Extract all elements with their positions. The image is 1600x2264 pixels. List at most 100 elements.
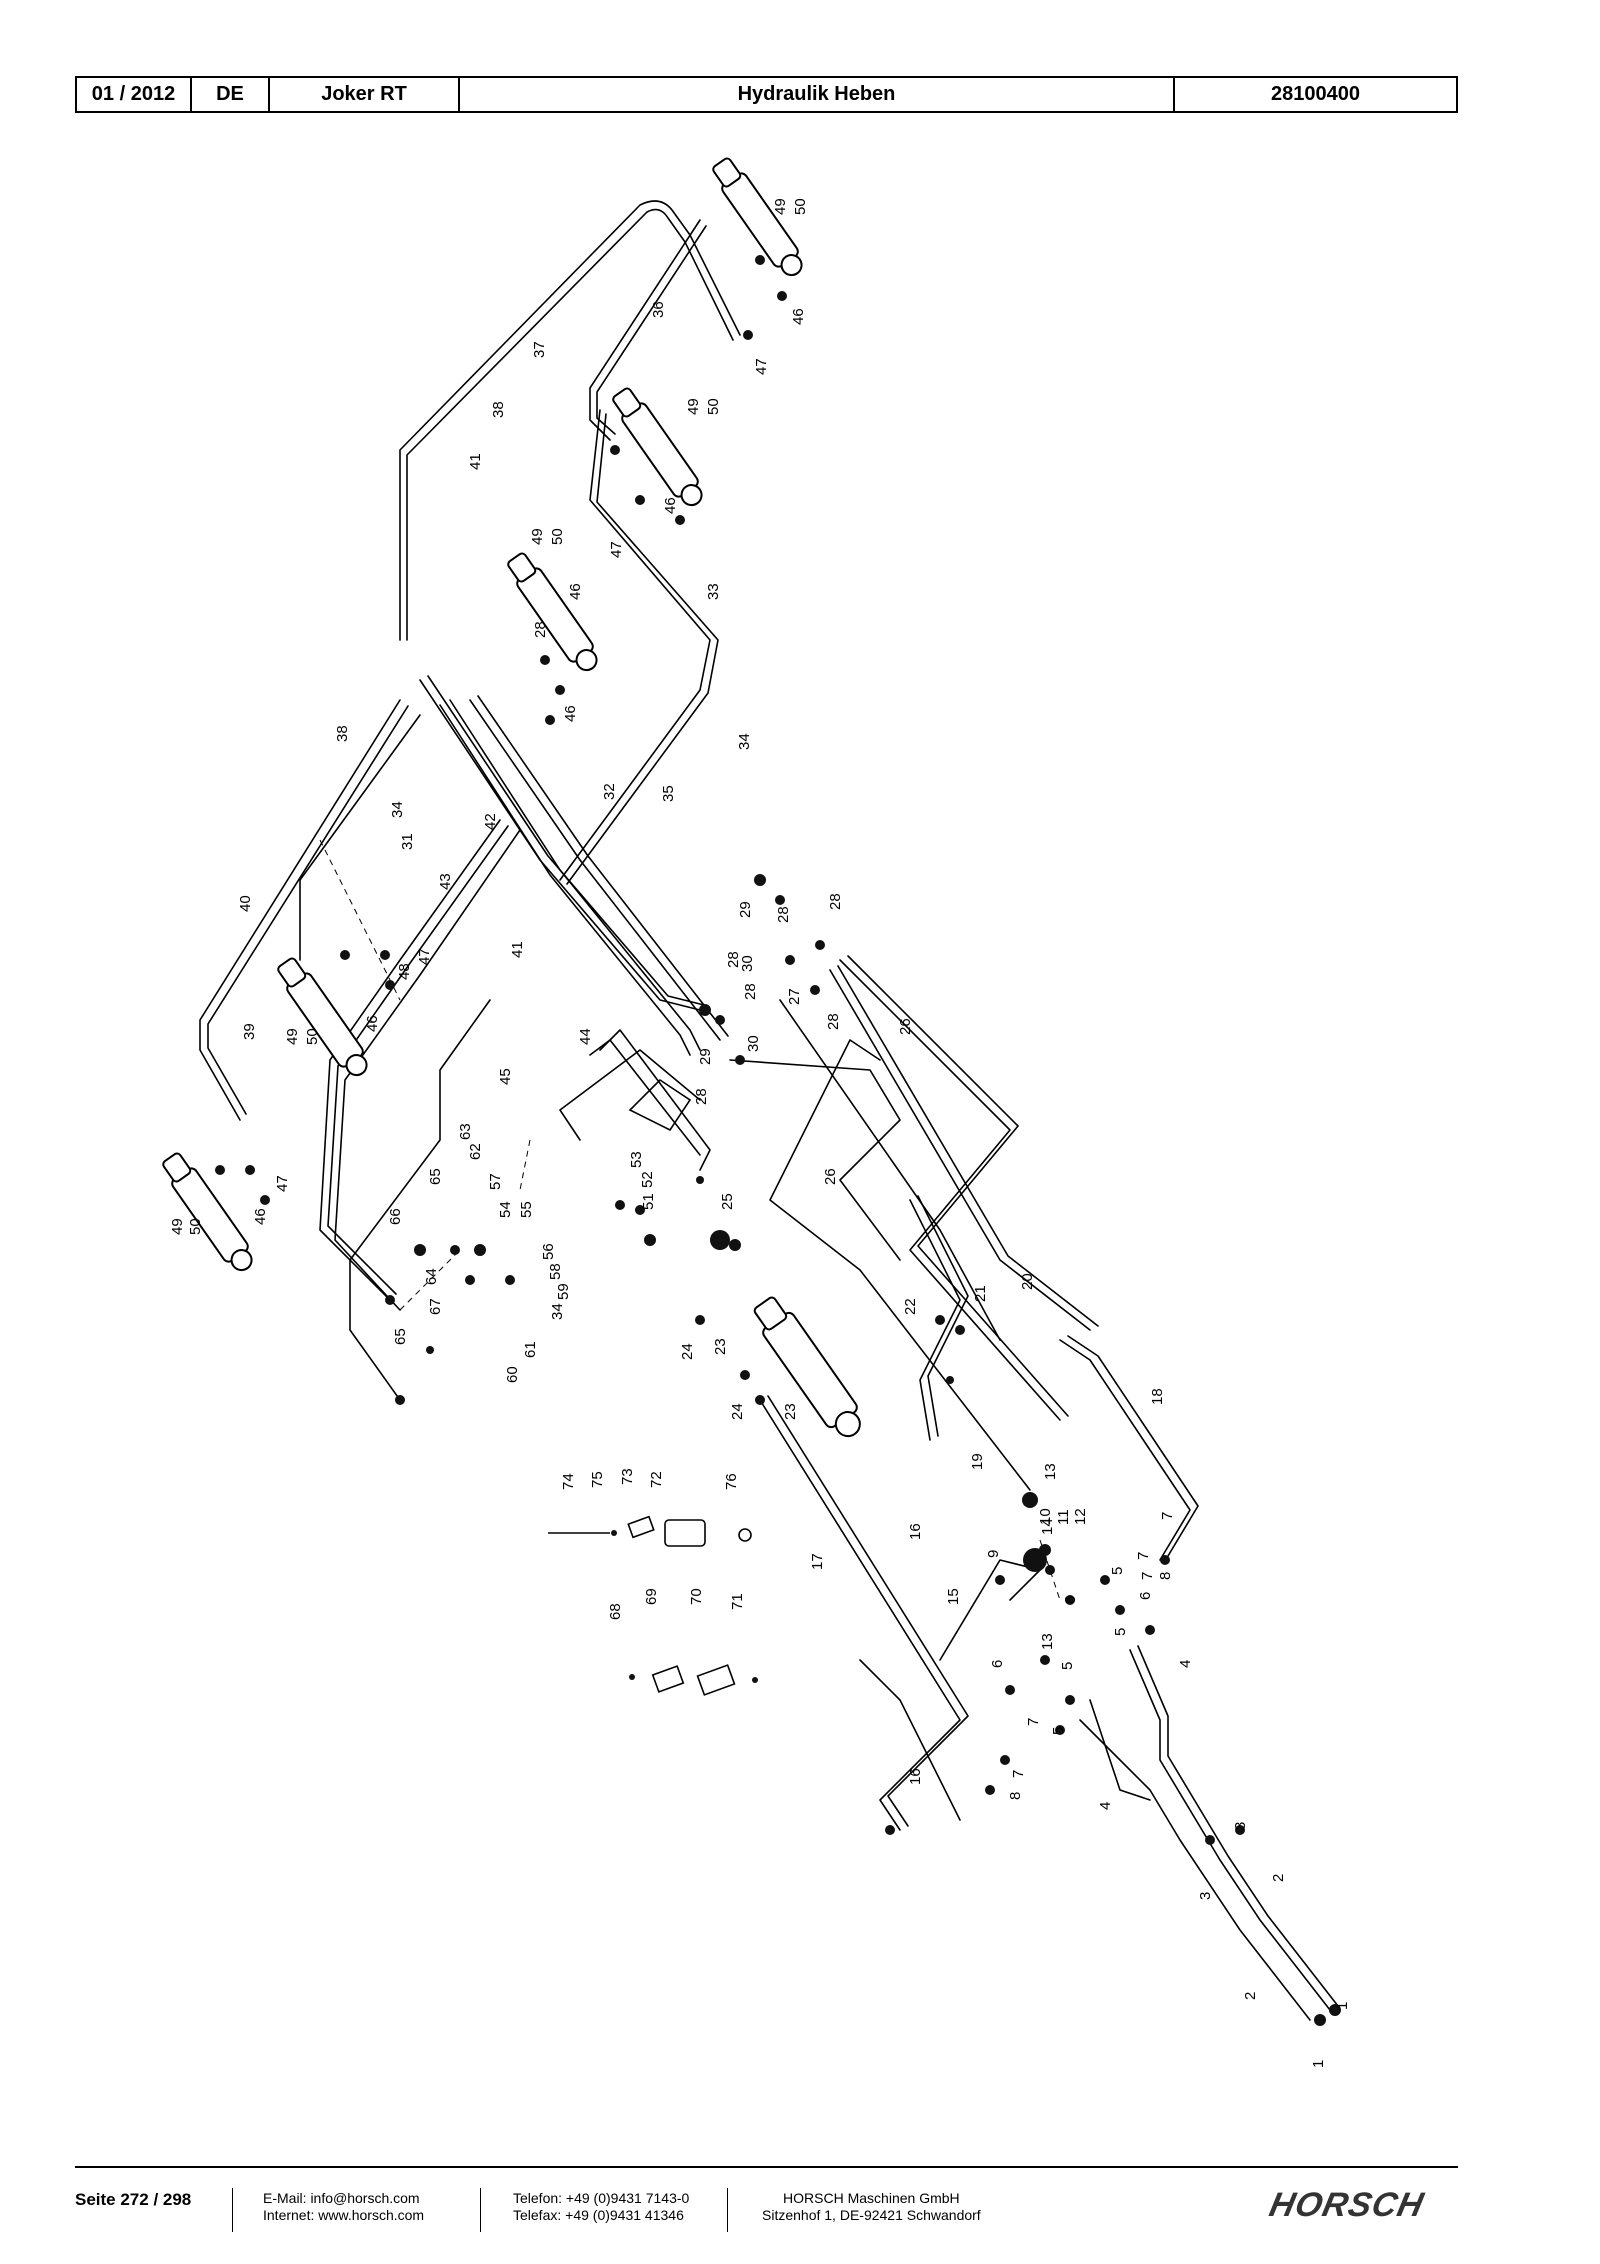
part-number-label: 7 [1025,1718,1042,1726]
header-table: 01 / 2012 DE Joker RT Hydraulik Heben 28… [75,76,1458,113]
part-number-label: 53 [628,1151,645,1168]
part-number-label: 30 [745,1035,762,1052]
part-number-label: 50 [187,1218,204,1235]
part-number-label: 6 [1062,1596,1079,1604]
part-number-label: 50 [304,1028,321,1045]
part-number-label: 2 [1270,1874,1287,1882]
part-number-label: 13 [1039,1633,1056,1650]
part-number-label: 14 [1039,1518,1056,1535]
part-number-label: 6 [989,1660,1006,1668]
part-number-label: 34 [736,733,753,750]
part-number-label: 46 [662,497,679,514]
part-number-label: 7 [1135,1552,1152,1560]
part-number-label: 26 [897,1018,914,1035]
part-number-label: 7 [1010,1770,1027,1778]
part-number-label: 58 [547,1263,564,1280]
part-number-label: 30 [739,955,756,972]
part-number-label: 33 [705,583,722,600]
part-number-label: 5 [1112,1628,1129,1636]
part-number-label: 2 [1242,1992,1259,2000]
footer-contact-phone: Telefon: +49 (0)9431 7143-0 Telefax: +49… [513,2190,689,2224]
part-number-label: 5 [1050,1727,1067,1735]
part-number-label: 41 [467,453,484,470]
part-number-label: 50 [792,198,809,215]
header-doc-number: 28100400 [1271,83,1360,105]
part-number-label: 38 [490,401,507,418]
part-number-label: 35 [660,785,677,802]
part-number-label: 49 [529,528,546,545]
part-number-label: 46 [562,705,579,722]
part-number-label: 19 [969,1453,986,1470]
part-number-label: 28 [775,906,792,923]
part-number-label: 38 [334,725,351,742]
part-number-label: 26 [822,1168,839,1185]
part-number-label: 75 [589,1471,606,1488]
part-number-label: 43 [437,873,454,890]
part-number-label: 15 [945,1588,962,1605]
part-number-label: 31 [399,833,416,850]
part-number-label: 13 [1042,1463,1059,1480]
part-number-label: 10 [1037,1508,1054,1525]
part-number-label: 69 [643,1588,660,1605]
part-number-label: 56 [540,1243,557,1260]
footer-company-block: HORSCH Maschinen GmbH Sitzenhof 1, DE-92… [762,2190,981,2224]
part-number-label: 6 [1137,1592,1154,1600]
part-number-label: 22 [902,1298,919,1315]
part-number-label: 71 [729,1593,746,1610]
part-number-label: 28 [532,621,549,638]
part-number-label: 8 [1157,1572,1174,1580]
part-number-label: 34 [549,1303,566,1320]
part-number-label: 47 [753,358,770,375]
part-number-label: 5 [1059,1662,1076,1670]
part-number-label: 48 [396,963,413,980]
part-number-label: 76 [723,1473,740,1490]
part-number-label: 28 [827,893,844,910]
part-number-label: 25 [719,1193,736,1210]
part-number-label: 49 [169,1218,186,1235]
part-number-label: 44 [577,1028,594,1045]
part-number-label: 45 [497,1068,514,1085]
part-number-label: 63 [457,1123,474,1140]
part-number-label: 42 [482,813,499,830]
part-number-label: 46 [252,1208,269,1225]
footer-separator [232,2188,233,2232]
part-number-label: 62 [467,1143,484,1160]
footer-email: E-Mail: info@horsch.com [263,2190,420,2206]
part-number-label: 49 [685,398,702,415]
part-number-label: 67 [427,1298,444,1315]
part-number-label: 5 [1109,1567,1126,1575]
part-number-label: 66 [387,1208,404,1225]
footer-separator [727,2188,728,2232]
part-number-label: 51 [640,1193,657,1210]
part-number-label: 37 [531,341,548,358]
part-number-label: 47 [274,1175,291,1192]
part-number-label: 23 [712,1338,729,1355]
part-number-label: 29 [697,1048,714,1065]
part-number-label: 28 [825,1013,842,1030]
part-number-label: 49 [284,1028,301,1045]
part-number-label: 54 [497,1201,514,1218]
footer-separator [480,2188,481,2232]
part-number-label: 34 [389,801,406,818]
part-number-label: 60 [504,1366,521,1383]
footer-company: HORSCH Maschinen GmbH [783,2190,960,2206]
part-number-label: 29 [737,901,754,918]
part-number-label: 65 [392,1328,409,1345]
part-number-label: 21 [972,1285,989,1302]
footer-internet: Internet: www.horsch.com [263,2207,425,2223]
part-number-label: 28 [725,951,742,968]
part-number-label: 3 [1197,1892,1214,1900]
part-number-label: 23 [782,1403,799,1420]
part-number-label: 46 [790,308,807,325]
part-number-label: 49 [772,198,789,215]
part-number-label: 65 [427,1168,444,1185]
part-number-label: 50 [549,528,566,545]
horsch-logo: HORSCH [1266,2186,1428,2224]
part-number-label: 28 [693,1088,710,1105]
part-number-label: 47 [608,541,625,558]
part-number-label: 9 [985,1550,1002,1558]
part-number-label: 7 [1159,1512,1176,1520]
part-number-label: 1 [1334,2002,1351,2010]
part-number-label: 27 [786,988,803,1005]
footer-phone: Telefon: +49 (0)9431 7143-0 [513,2190,690,2206]
